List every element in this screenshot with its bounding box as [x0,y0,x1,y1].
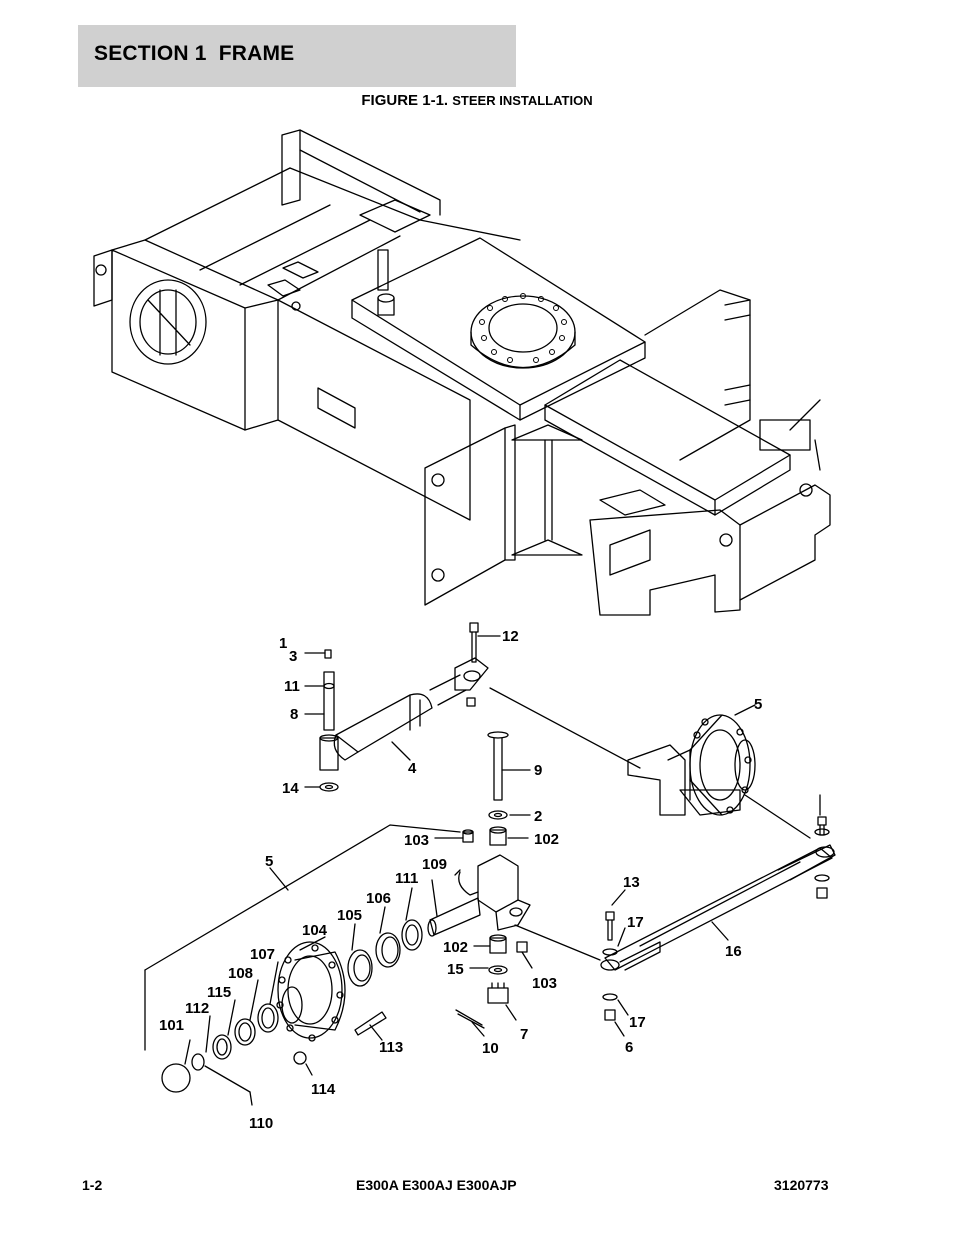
callout-14: 14 [282,780,299,797]
footer-page-number: 1-2 [82,1177,103,1193]
callout-110: 110 [249,1115,273,1132]
callout-17-upper: 17 [627,914,644,931]
callout-5-upper: 5 [754,696,762,713]
callout-5-lower: 5 [265,853,273,870]
callout-10: 10 [482,1040,499,1057]
callout-109: 109 [422,856,447,873]
section-title: SECTION 1 FRAME [94,42,295,65]
callout-1: 1 [279,635,287,652]
callout-15: 15 [447,961,464,978]
footer-model: E300A E300AJ E300AJP [356,1177,517,1193]
callout-115: 115 [207,984,231,1001]
callout-106: 106 [366,890,391,907]
hub-assemblies [144,704,756,1106]
callout-112: 112 [185,1000,209,1017]
callout-102-upper: 102 [534,831,559,848]
callout-114: 114 [311,1081,336,1098]
frame-assembly [93,129,831,616]
callout-103-upper: 103 [404,832,429,849]
steer-cylinder-group [304,622,641,792]
callout-17-lower: 17 [629,1014,646,1031]
callout-16: 16 [725,943,742,960]
callout-2: 2 [534,808,542,825]
callout-3: 3 [289,648,297,665]
callout-105: 105 [337,907,362,924]
tie-rod-group [514,794,836,1037]
figure-callouts: 1 3 12 11 8 5 4 9 14 2 103 102 5 109 111… [159,628,762,1132]
callout-8: 8 [290,706,298,723]
callout-103-lower: 103 [532,975,557,992]
section-banner: SECTION 1 FRAME [78,25,516,87]
callout-9: 9 [534,762,542,779]
callout-101: 101 [159,1017,184,1034]
figure-caption-title: STEER INSTALLATION [452,93,593,108]
footer-doc-number: 3120773 [774,1177,829,1193]
figure-caption-prefix: FIGURE 1-1. [361,92,449,109]
callout-11: 11 [284,678,300,695]
turntable-bolt-holes [479,293,567,363]
callout-111: 111 [395,870,418,887]
callout-104: 104 [302,922,328,939]
callout-7: 7 [520,1026,528,1043]
callout-12: 12 [502,628,519,645]
callout-113: 113 [379,1039,403,1056]
callout-108: 108 [228,965,253,982]
callout-107: 107 [250,946,275,963]
figure-caption: FIGURE 1-1. STEER INSTALLATION [0,92,954,109]
spindle-group [427,731,533,1037]
callout-4: 4 [408,760,417,777]
callout-13: 13 [623,874,640,891]
callout-6: 6 [625,1039,633,1056]
callout-102-lower: 102 [443,939,468,956]
